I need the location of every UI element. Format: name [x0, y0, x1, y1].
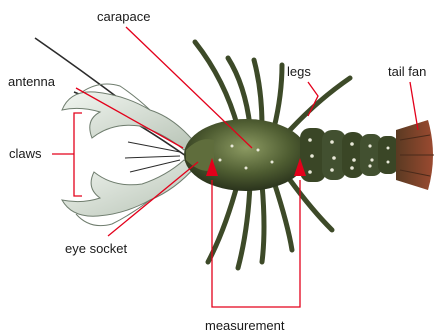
- label-carapace: carapace: [97, 10, 150, 23]
- legs-upper: [195, 42, 350, 130]
- legs-lower: [208, 180, 332, 268]
- abdomen: [300, 128, 398, 182]
- label-tail-fan: tail fan: [388, 65, 426, 78]
- bracket-measurement: [212, 180, 300, 307]
- label-claws: claws: [9, 147, 42, 160]
- leader-carapace: [126, 27, 252, 148]
- claw-lower: [62, 160, 196, 226]
- leader-tail-fan: [410, 82, 418, 130]
- label-measurement: measurement: [205, 319, 284, 332]
- label-antenna: antenna: [8, 75, 55, 88]
- bracket-claws: [74, 113, 82, 196]
- label-legs: legs: [287, 65, 311, 78]
- label-eye-socket: eye socket: [65, 242, 127, 255]
